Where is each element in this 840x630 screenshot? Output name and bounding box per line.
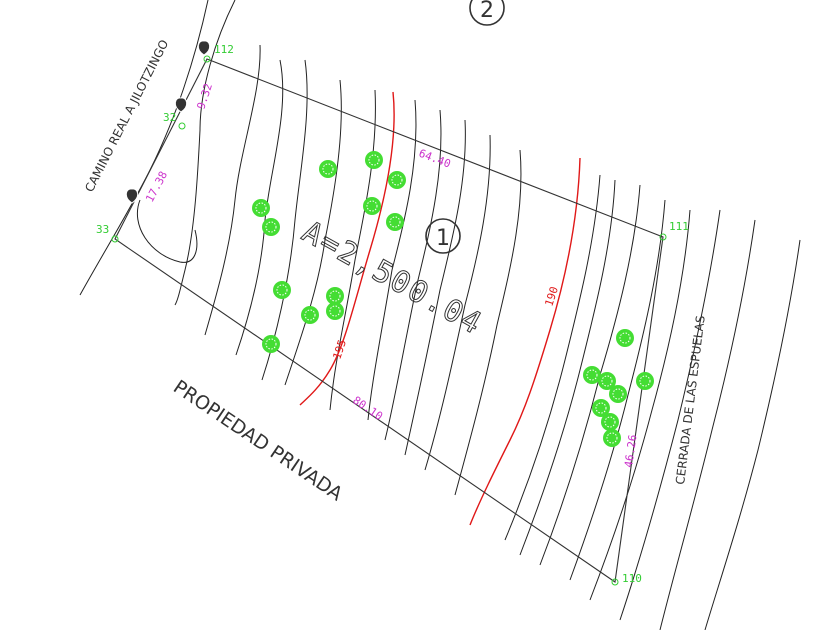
street-name-cerrada: CERRADA DE LAS ESPUELAS [673, 315, 708, 486]
contour-line [504, 174, 601, 541]
vertex-label-110: 110 [622, 572, 642, 585]
tree-symbol [326, 287, 344, 305]
dimension-northwest-lower: 17.38 [143, 169, 170, 204]
tree-symbol [601, 413, 619, 431]
index-contour-195 [299, 91, 395, 406]
trees [252, 151, 654, 447]
tree-symbol [262, 218, 280, 236]
tree-symbol [386, 213, 404, 231]
tree-symbol [616, 329, 634, 347]
tree-symbol [365, 151, 383, 169]
contour-line [404, 119, 466, 456]
dimension-north: 64.40 [417, 147, 453, 171]
contour-line [384, 109, 442, 441]
vertex-marker [659, 233, 667, 241]
contour-line [619, 209, 721, 621]
contour-line [174, 0, 236, 306]
contour-line [284, 79, 342, 386]
tree-symbol [273, 281, 291, 299]
tree-symbol [262, 335, 280, 353]
lot-polygon [114, 58, 664, 583]
contour-line [454, 149, 522, 496]
tree-symbol [252, 199, 270, 217]
tree-symbol [603, 429, 621, 447]
tree-symbol [592, 399, 610, 417]
tree-symbol [609, 385, 627, 403]
contour-label-195: 195 [330, 338, 349, 361]
contour-line [235, 59, 284, 356]
contour-line [519, 179, 616, 556]
tree-symbol [301, 306, 319, 324]
vertex-label-32: 32 [163, 111, 176, 124]
dimension-east: 46.26 [622, 434, 639, 469]
tree-symbol [388, 171, 406, 189]
tree-symbol [636, 372, 654, 390]
vertex-marker [178, 122, 186, 130]
contour-line [589, 209, 691, 601]
lot-number: 1 [436, 226, 450, 251]
contour-line [367, 99, 417, 421]
tree-symbol [326, 302, 344, 320]
neighbor-propiedad-privada: PROPIEDAD PRIVADA [169, 376, 346, 506]
tree-symbol [598, 372, 616, 390]
contour-line [329, 89, 376, 411]
vertex-marker [611, 578, 619, 586]
contour-line [204, 44, 261, 336]
road-edge-line [136, 199, 198, 263]
lot-boundary [114, 58, 664, 583]
vertex-label-111: 111 [669, 220, 689, 233]
vertex-marker [111, 235, 119, 243]
contour-label-190: 190 [542, 285, 561, 308]
index-contour-lines [299, 91, 581, 526]
tree-symbol [583, 366, 601, 384]
pole-symbol [125, 188, 139, 204]
vertex-label-33: 33 [96, 223, 109, 236]
vertex-markers [111, 55, 667, 586]
index-contour-190 [469, 157, 581, 526]
contour-line [704, 239, 801, 630]
tree-symbol [319, 160, 337, 178]
pole-symbol [197, 40, 211, 56]
vertex-label-112: 112 [214, 43, 234, 56]
contour-line [659, 219, 756, 630]
contour-line [569, 199, 666, 581]
vertex-marker [203, 55, 211, 63]
lot-number-circle [425, 218, 461, 254]
contour-line [424, 134, 491, 471]
tree-symbol [363, 197, 381, 215]
adjacent-lot-number: 2 [480, 0, 494, 23]
utility-poles [125, 40, 211, 204]
adjacent-lot-number-circle [469, 0, 505, 26]
pole-symbol [174, 97, 188, 113]
dimension-northwest-upper: 9.32 [194, 82, 215, 111]
contour-lines [174, 0, 801, 630]
